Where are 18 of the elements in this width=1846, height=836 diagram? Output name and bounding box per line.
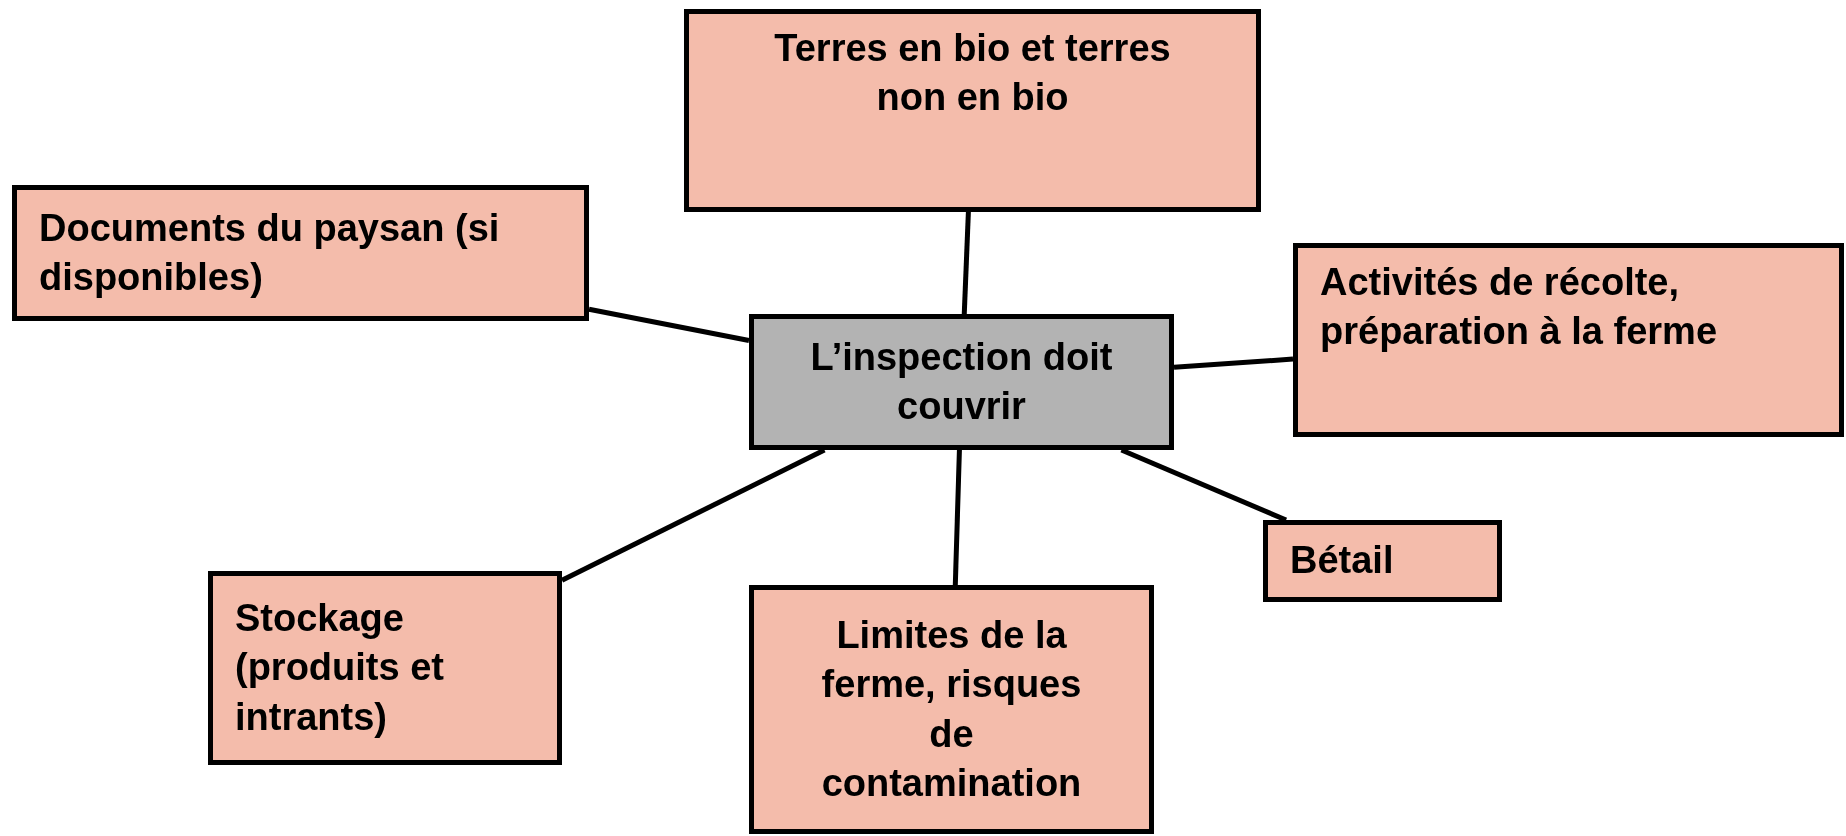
connector-line — [952, 449, 962, 586]
connector-line — [961, 211, 971, 315]
process-box — [1263, 520, 1502, 602]
box-text: Stockage (produits et intrants) — [235, 595, 445, 740]
box-text: Bétail — [1290, 538, 1394, 584]
process-box — [12, 185, 589, 321]
box-text: Limites de la ferme, risques de contamination — [820, 612, 1083, 806]
box-text: L’inspection doit couvrir — [809, 334, 1114, 429]
box-text: Documents du paysan (si disponibles) — [39, 205, 501, 300]
process-box — [749, 585, 1154, 834]
connector-line — [588, 306, 750, 343]
box-text: Activités de récolte, préparation à la ferme — [1320, 260, 1719, 355]
connector-line — [1173, 356, 1294, 370]
topic-box — [749, 314, 1174, 450]
process-box — [684, 9, 1261, 212]
box-text: Terres en bio et terres non en bio — [773, 26, 1172, 121]
process-box — [208, 571, 562, 765]
process-box — [1293, 243, 1844, 437]
